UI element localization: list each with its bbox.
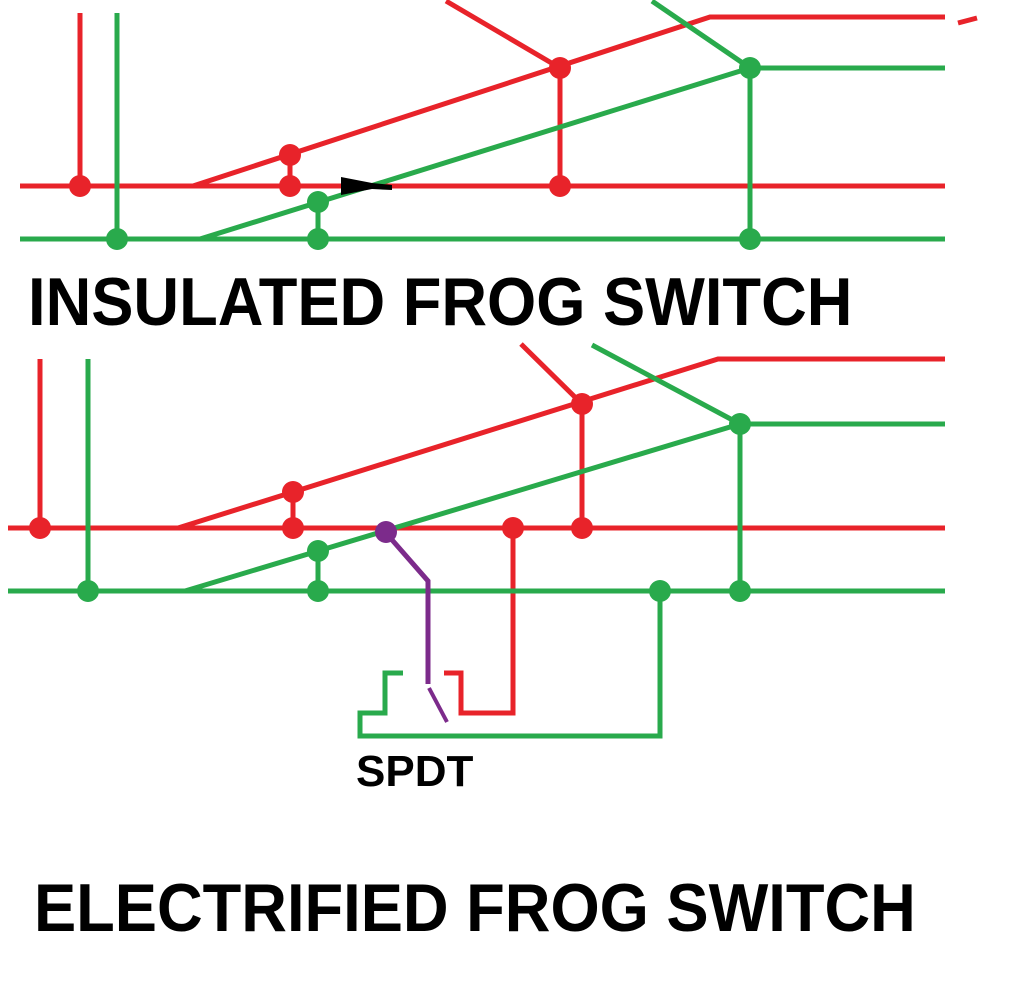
purple-frog-wire xyxy=(384,531,431,684)
red-diverging-joint xyxy=(282,481,304,503)
green-stock-joint xyxy=(307,580,329,602)
red-diverging-joint xyxy=(279,144,301,166)
spdt-lever xyxy=(427,687,449,723)
spdt-switch-label: SPDT xyxy=(356,747,474,796)
insulated-frog-switch-title: INSULATED FROG SWITCH xyxy=(28,264,853,340)
red-upper-feeder xyxy=(444,0,562,71)
green-diverging-joint-2 xyxy=(739,57,761,79)
green-diverging-joint xyxy=(307,191,329,213)
frog-contact xyxy=(375,521,397,543)
green-diverging-rail xyxy=(199,65,945,242)
green-diverging-rail xyxy=(184,421,945,594)
red-corner-mark xyxy=(957,15,978,26)
green-stock-joint-2 xyxy=(729,580,751,602)
electrified-frog-switch-title: ELECTRIFIED FROG SWITCH xyxy=(34,870,916,946)
green-diverging-joint-2 xyxy=(729,413,751,435)
red-stock-joint xyxy=(282,517,304,539)
red-stock-joint xyxy=(279,175,301,197)
green-feeder-joint xyxy=(106,228,128,250)
green-spdt-tap-joint xyxy=(649,580,671,602)
green-spdt-wire xyxy=(357,591,663,739)
red-diverging-rail xyxy=(192,14,945,189)
insulated-frog-switch-diagram xyxy=(20,0,978,250)
red-diverging-joint-2 xyxy=(549,57,571,79)
electrified-frog-switch-diagram xyxy=(8,342,945,739)
red-diverging-rail xyxy=(177,356,945,531)
green-stock-joint-2 xyxy=(739,228,761,250)
insulated-frog-marker xyxy=(341,177,392,195)
red-stock-joint-2 xyxy=(549,175,571,197)
red-upper-feeder xyxy=(519,342,584,406)
red-spdt-tap-joint xyxy=(502,517,524,539)
green-upper-feeder xyxy=(590,342,742,427)
red-feeder-joint xyxy=(29,517,51,539)
red-stock-joint-2 xyxy=(571,517,593,539)
red-feeder-joint xyxy=(69,175,91,197)
red-diverging-joint-2 xyxy=(571,393,593,415)
green-stock-joint xyxy=(307,228,329,250)
green-upper-feeder xyxy=(650,0,752,71)
green-feeder-joint xyxy=(77,580,99,602)
red-spdt-wire xyxy=(444,528,516,716)
green-diverging-joint xyxy=(307,540,329,562)
